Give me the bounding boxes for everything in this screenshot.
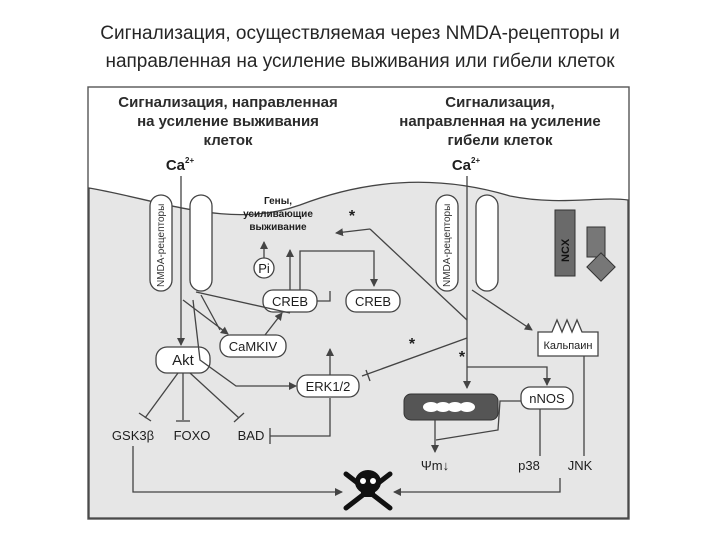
asterisk-camkiv: * xyxy=(409,336,416,353)
ca-right-label: Ca2+ xyxy=(452,156,481,174)
pi-label: Pi xyxy=(258,261,270,276)
mitochondrion-cristae xyxy=(423,402,475,412)
camkiv-box xyxy=(219,334,287,358)
bad-label: BAD xyxy=(238,428,265,443)
ca-left-label: Ca2+ xyxy=(166,156,195,174)
receptor-label-left: NMDA-рецепторы xyxy=(156,204,167,287)
foxo-label: FOXO xyxy=(174,428,211,443)
ca-left-charge: 2+ xyxy=(185,156,194,165)
right-header-line-2: направленная на усиление xyxy=(399,113,600,130)
right-header-line-1: Сигнализация, xyxy=(445,94,554,111)
nnos-box xyxy=(520,386,574,410)
slide-title-line-2: направленная на усиление выживания или г… xyxy=(105,51,615,72)
left-header-line-1: Сигнализация, направленная xyxy=(118,94,337,111)
genes-label-line-1: Гены, xyxy=(264,196,292,207)
creb-left-label: CREB xyxy=(272,294,308,309)
p38-label: p38 xyxy=(518,458,540,473)
creb-right-box xyxy=(345,289,401,313)
erk-box xyxy=(296,374,360,398)
genes-label-line-3: выживание xyxy=(249,222,307,233)
ca-right-charge: 2+ xyxy=(471,156,480,165)
pathway-lines xyxy=(132,228,585,496)
akt-label: Akt xyxy=(172,352,195,369)
asterisk-genes: * xyxy=(349,208,356,225)
receptor-label-right: NMDA-рецепторы xyxy=(442,204,453,287)
nnos-label: nNOS xyxy=(529,391,565,406)
nmda-receptor-left-a xyxy=(149,194,173,292)
erk-label: ERK1/2 xyxy=(306,379,351,394)
creb-right-label: CREB xyxy=(355,294,391,309)
ncx-label: NCX xyxy=(560,238,572,262)
calpain-label: Кальпаин xyxy=(544,340,593,352)
ncx-box xyxy=(554,209,576,277)
nmda-receptor-right-a xyxy=(435,194,459,292)
ncx-diamond xyxy=(586,252,616,282)
psi-label: Ψm↓ xyxy=(421,458,449,473)
ncx-square xyxy=(586,226,606,258)
genes-label-line-2: усиливающие xyxy=(243,209,313,220)
calpain-box xyxy=(537,318,599,357)
gsk3b-label: GSK3β xyxy=(112,428,154,443)
left-header-line-2: на усиление выживания xyxy=(137,113,319,130)
left-header-line-3: клеток xyxy=(204,132,253,149)
camkiv-label: CaMKIV xyxy=(229,339,278,354)
asterisk-center: * xyxy=(459,349,466,366)
skull-crossbones-icon xyxy=(343,470,393,511)
jnk-label: JNK xyxy=(568,458,593,473)
nmda-receptor-left-b xyxy=(189,194,213,292)
right-header-line-3: гибели клеток xyxy=(448,132,553,149)
slide-title: Сигнализация, осуществляемая через NMDA-… xyxy=(0,20,720,76)
slide-title-line-1: Сигнализация, осуществляемая через NMDA-… xyxy=(100,23,620,44)
nmda-receptor-right-b xyxy=(475,194,499,292)
